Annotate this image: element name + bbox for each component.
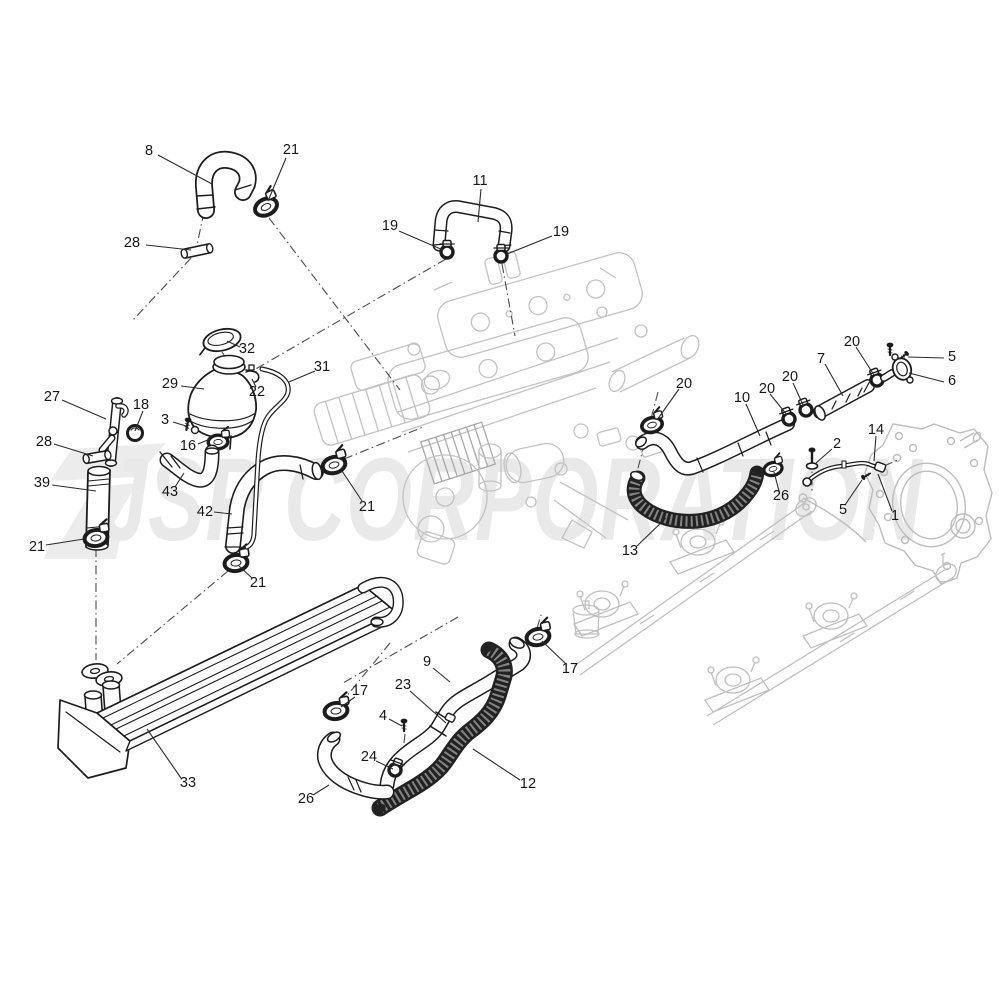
fitting-6	[880, 353, 914, 384]
clip-26-a	[758, 451, 788, 480]
clamp-20-a	[636, 405, 668, 437]
part-label-42: 42	[196, 504, 214, 520]
part-label-18: 18	[132, 397, 150, 413]
part-label-13: 13	[621, 543, 639, 559]
part-label-21-b: 21	[358, 499, 376, 515]
part-label-43: 43	[161, 484, 179, 500]
part-label-1: 1	[890, 508, 900, 524]
clamp-17-b	[320, 690, 353, 723]
screw-3	[181, 415, 194, 432]
part-label-14: 14	[867, 422, 885, 438]
part-label-24: 24	[360, 749, 378, 765]
bolt-2	[805, 447, 819, 470]
tube-28-a	[180, 243, 214, 259]
part-label-19-a: 19	[381, 218, 399, 234]
part-label-5-a: 5	[947, 349, 957, 365]
part-label-6: 6	[947, 373, 957, 389]
parts	[57, 150, 914, 817]
part-label-22: 22	[248, 384, 266, 400]
part-label-20-b: 20	[758, 381, 776, 397]
mount-rails-ghost	[573, 497, 957, 726]
part-label-12: 12	[519, 776, 537, 792]
clamp-21-b	[316, 442, 352, 478]
part-label-27: 27	[43, 389, 61, 405]
cap-18	[126, 424, 144, 442]
part-label-19-b: 19	[552, 224, 570, 240]
hose-26-b	[316, 731, 395, 800]
hose-10	[634, 417, 795, 476]
screw-5-b	[859, 470, 873, 482]
part-label-21-c: 21	[28, 539, 46, 555]
part-label-4: 4	[378, 708, 388, 724]
part-label-9: 9	[422, 654, 432, 670]
sleeve-23	[429, 711, 456, 737]
part-label-2: 2	[832, 436, 842, 452]
part-label-28-a: 28	[123, 235, 141, 251]
part-label-29: 29	[161, 376, 179, 392]
hose-13	[626, 465, 765, 529]
tube-28-b	[82, 449, 112, 465]
screw-5-top	[885, 341, 895, 357]
part-label-32: 32	[238, 341, 256, 357]
part-label-16: 16	[179, 438, 197, 454]
cooler-33	[57, 576, 404, 779]
hose-42	[224, 455, 324, 554]
leader-lines	[45, 154, 945, 796]
fitting-22	[245, 364, 260, 383]
tfitting-27	[98, 397, 129, 467]
hose-12	[371, 641, 513, 817]
part-label-23: 23	[394, 677, 412, 693]
part-label-5-b: 5	[838, 502, 848, 518]
part-label-11: 11	[472, 173, 488, 189]
part-label-21-d: 21	[249, 575, 267, 591]
part-label-3: 3	[160, 412, 170, 428]
tank-29	[187, 354, 257, 451]
clamp-17-a	[521, 615, 556, 650]
part-label-31: 31	[313, 359, 331, 375]
part-label-8: 8	[144, 143, 154, 159]
part-label-20-c: 20	[781, 369, 799, 385]
screw-4	[399, 717, 409, 733]
hose-8	[195, 150, 257, 219]
hose-43	[159, 444, 220, 488]
part-label-21-a: 21	[282, 142, 300, 158]
part-label-33: 33	[179, 775, 197, 791]
part-label-20-a: 20	[675, 376, 693, 392]
clamp-20-c	[793, 395, 817, 420]
part-label-26-a: 26	[772, 488, 790, 504]
pipe-14	[802, 460, 887, 487]
hose-7	[813, 379, 875, 421]
engine-ghost	[313, 250, 700, 565]
part-label-39: 39	[33, 475, 51, 491]
cap-32	[199, 327, 242, 356]
part-label-7: 7	[816, 351, 826, 367]
engine-plate-1-ghost	[798, 423, 993, 585]
part-label-20-d: 20	[843, 334, 861, 350]
part-label-28-b: 28	[35, 434, 53, 450]
part-label-17-b: 17	[351, 683, 369, 699]
part-label-10: 10	[733, 390, 751, 406]
part-label-17-a: 17	[561, 661, 579, 677]
hose-31	[244, 366, 291, 550]
part-label-26-b: 26	[297, 791, 315, 807]
